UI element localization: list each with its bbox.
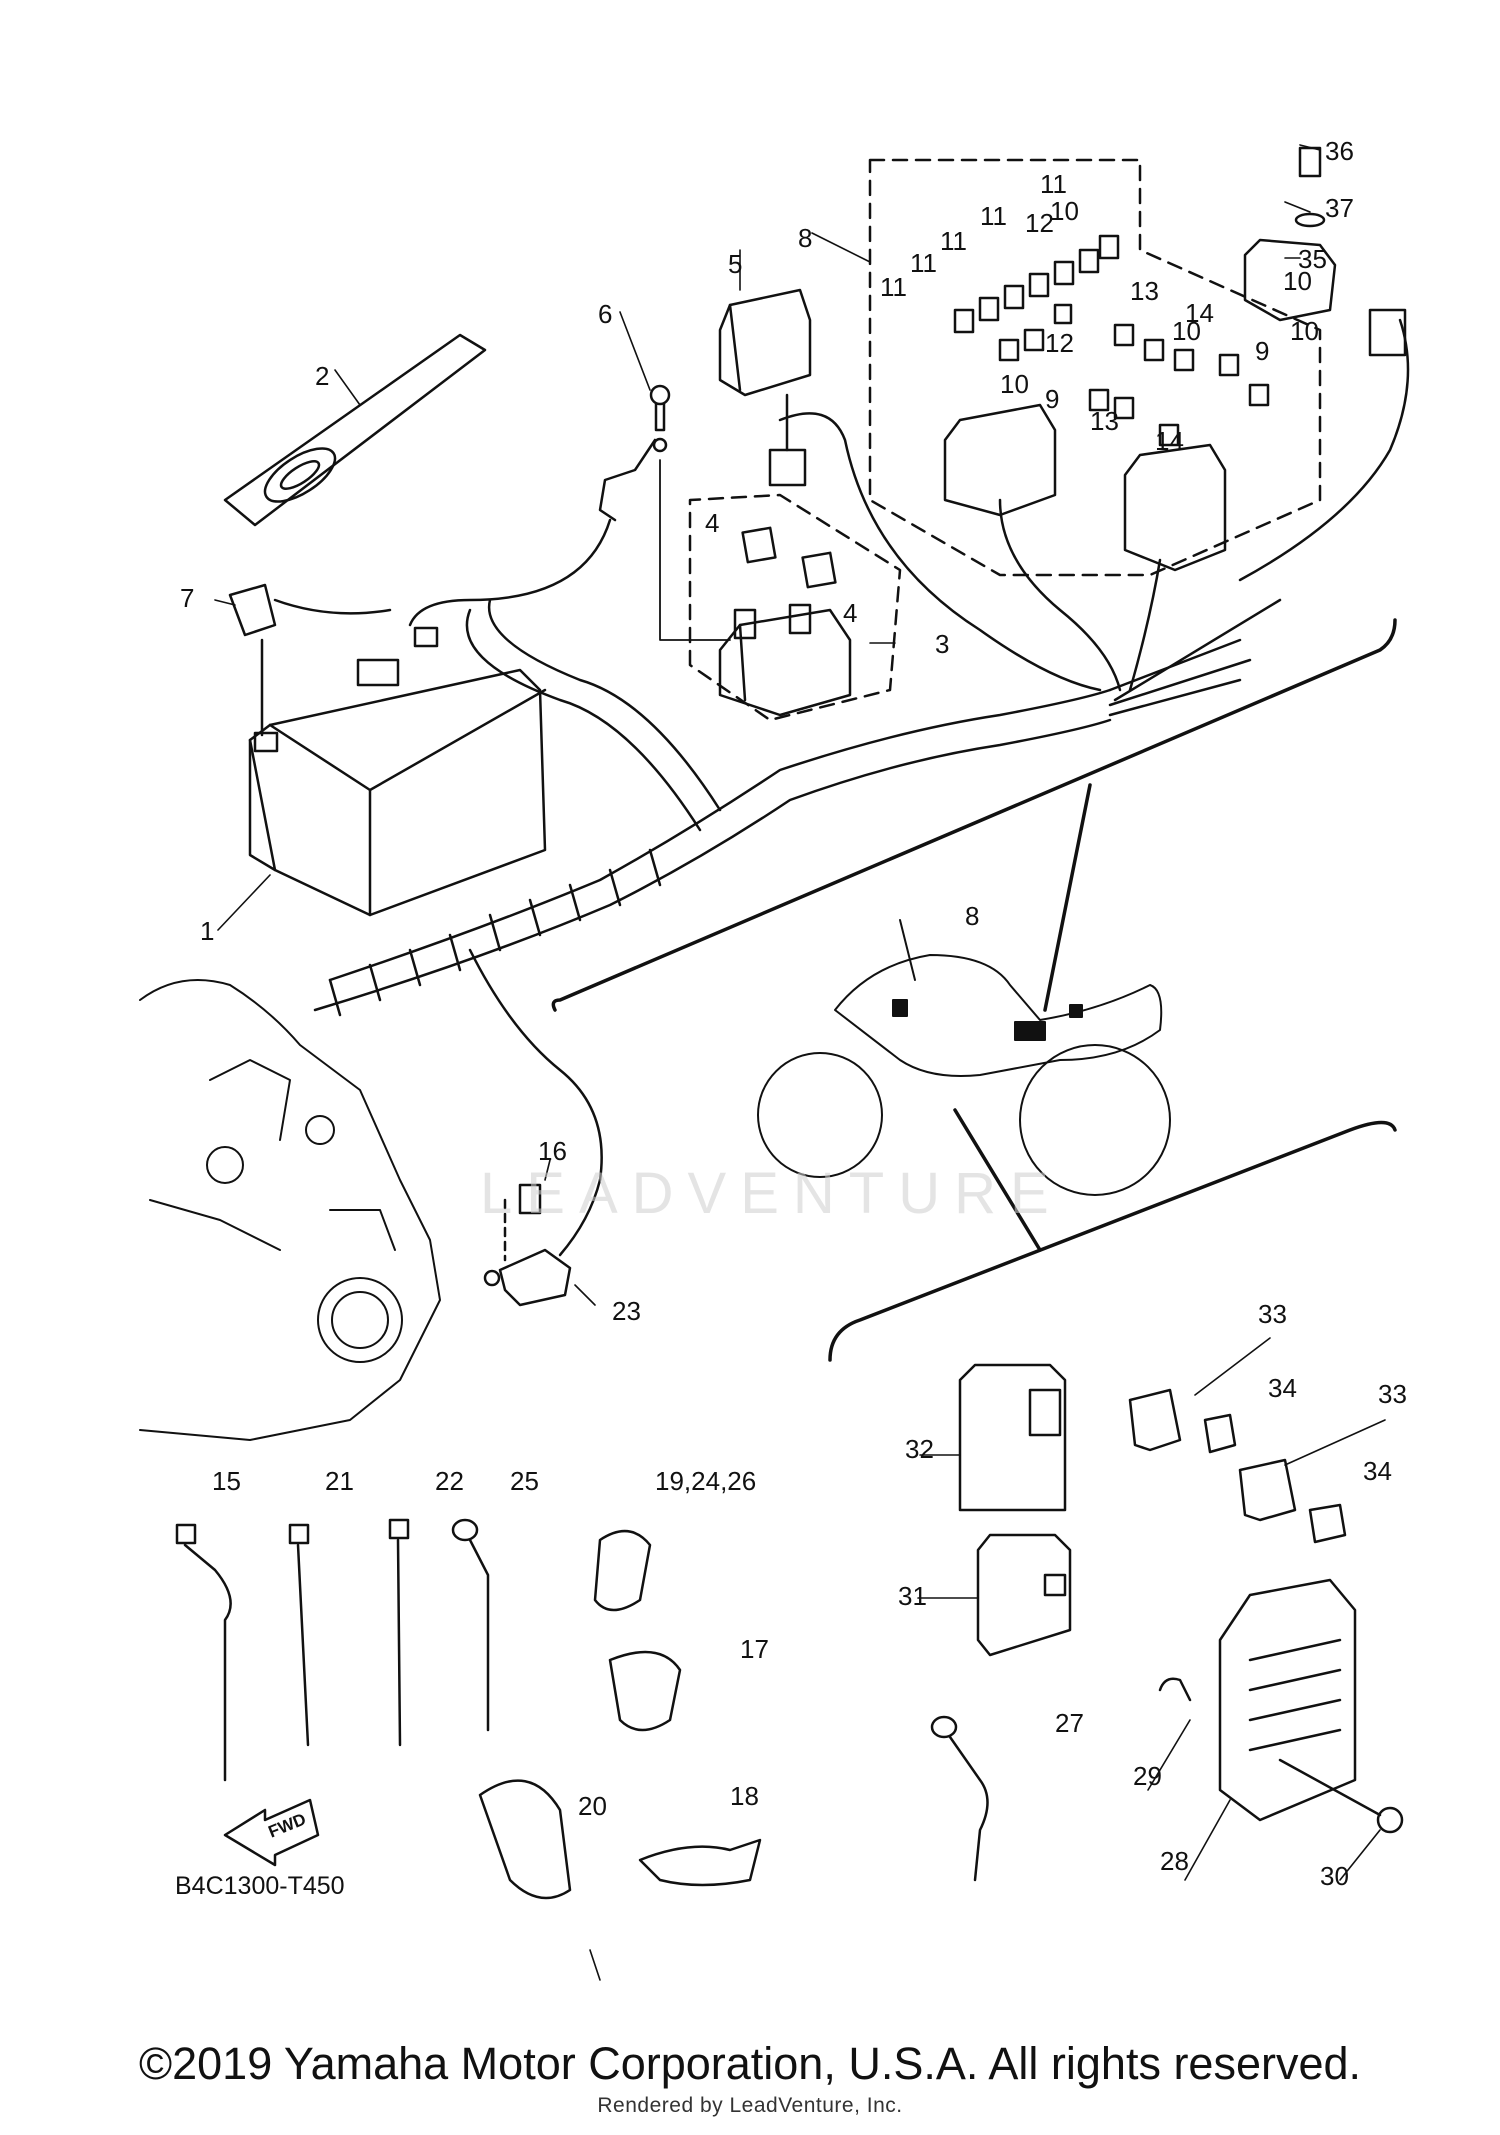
callout-number: 14 <box>1155 426 1184 456</box>
callout-number: 15 <box>212 1466 241 1496</box>
relay-part <box>718 288 812 487</box>
sensor-part <box>1238 146 1410 582</box>
callout-number: 13 <box>1090 406 1119 436</box>
callout-number: 27 <box>1055 1708 1084 1738</box>
callout-number: 9 <box>1045 384 1060 414</box>
callout-number: 17 <box>740 1634 769 1664</box>
callout-number: 20 <box>578 1791 607 1821</box>
callout-number: 3 <box>935 629 950 659</box>
leader-lines <box>551 618 1397 1362</box>
callout-number: 30 <box>1320 1861 1349 1891</box>
callout-number: 10 <box>1283 266 1312 296</box>
callout-number: 34 <box>1363 1456 1392 1486</box>
motorcycle-silhouette <box>757 919 1171 1196</box>
callout-number: 8 <box>965 901 980 931</box>
callout-number: 35 <box>1298 244 1327 274</box>
sensor-23-part <box>483 1183 572 1307</box>
callout-number: 1 <box>200 916 215 946</box>
clamps <box>478 1530 762 1900</box>
callout-number: 7 <box>180 583 195 613</box>
callout-number: 13 <box>1130 276 1159 306</box>
callout-number: 28 <box>1160 1846 1189 1876</box>
callout-number: 11 <box>880 272 907 302</box>
rectifier-part <box>930 1578 1404 1882</box>
callout-number: 2 <box>315 361 330 391</box>
callout-number: 6 <box>598 299 613 329</box>
callout-number: 9 <box>1255 336 1270 366</box>
callout-number: 4 <box>705 508 720 538</box>
callout-number: 34 <box>1268 1373 1297 1403</box>
callout-number: 14 <box>1185 298 1214 328</box>
callout-number: 5 <box>728 249 743 279</box>
callout-number: 33 <box>1378 1379 1407 1409</box>
battery-part <box>248 626 547 917</box>
battery-strap-part <box>223 333 487 527</box>
callout-number: 19,24,26 <box>655 1466 757 1496</box>
callout-number: 10 <box>1050 196 1079 226</box>
callout-number: 33 <box>1258 1299 1287 1329</box>
callout-number: 4 <box>843 598 858 628</box>
cable-ties <box>175 1518 490 1782</box>
fwd-arrow-icon <box>223 1798 320 1867</box>
callout-number: 11 <box>980 201 1007 231</box>
callout-number: 25 <box>510 1466 539 1496</box>
callout-number: 10 <box>1000 369 1029 399</box>
callout-number: 16 <box>538 1136 567 1166</box>
callout-number: 8 <box>798 223 813 253</box>
callout-leaders <box>214 144 1386 1981</box>
callout-number: 11 <box>1040 169 1067 199</box>
engine-block-outline <box>139 979 441 1441</box>
rendered-by-notice: Rendered by LeadVenture, Inc. <box>597 2094 903 2117</box>
callout-number: 22 <box>435 1466 464 1496</box>
earth-lead-part <box>408 384 671 627</box>
callout-number: 37 <box>1325 193 1354 223</box>
terminal-cover-part <box>228 583 392 737</box>
fuse-box-part <box>868 158 1322 577</box>
callout-number: 32 <box>905 1434 934 1464</box>
starter-relay-part <box>659 459 902 722</box>
reference-code: B4C1300-T450 <box>175 1872 345 1900</box>
callout-number: 18 <box>730 1781 759 1811</box>
callout-number: 10 <box>1290 316 1319 346</box>
watermark: LEADVENTURE <box>480 1161 1063 1226</box>
callout-number: 12 <box>1045 328 1074 358</box>
callout-number: 29 <box>1133 1761 1162 1791</box>
wire-harness-part <box>313 412 1282 1257</box>
callout-number: 11 <box>940 226 967 256</box>
callout-number: 10 <box>1172 316 1201 346</box>
callout-number: 11 <box>910 248 937 278</box>
copyright-notice: ©2019 Yamaha Motor Corporation, U.S.A. A… <box>138 2038 1362 2089</box>
callout-number: 31 <box>898 1581 927 1611</box>
callout-number: 23 <box>612 1296 641 1326</box>
callout-number: 12 <box>1025 208 1054 238</box>
callout-number: 36 <box>1325 136 1354 166</box>
callout-number: 21 <box>325 1466 354 1496</box>
control-units <box>958 1363 1347 1657</box>
